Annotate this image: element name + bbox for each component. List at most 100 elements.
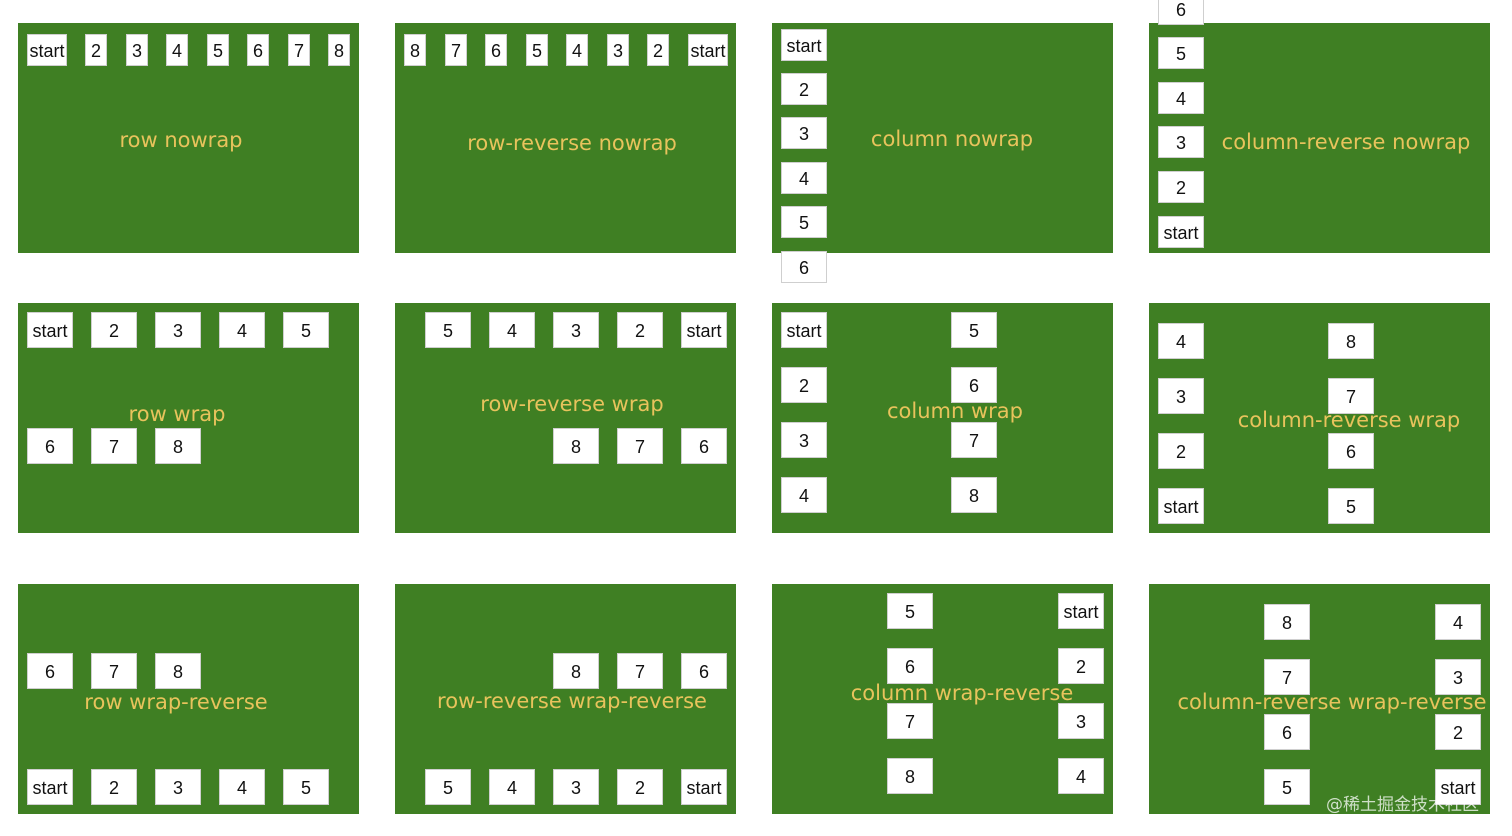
flex-item-5: 5 (951, 312, 997, 348)
flex-item-5: 5 (283, 769, 329, 805)
flex-item-5: 5 (425, 312, 471, 348)
flex-item-start: start (27, 34, 67, 66)
flex-item-7: 7 (288, 34, 310, 66)
flex-item-3: 3 (1435, 659, 1481, 695)
flex-item-4: 4 (219, 769, 265, 805)
panel-label: column nowrap (870, 127, 1034, 151)
flex-item-2: 2 (647, 34, 669, 66)
flex-item-8: 8 (553, 428, 599, 464)
flex-item-6: 6 (951, 367, 997, 403)
panel-column-reverse-wrap-reverse (1149, 584, 1490, 814)
flex-item-2: 2 (1158, 171, 1204, 203)
flex-item-8: 8 (404, 34, 426, 66)
flex-item-3: 3 (126, 34, 148, 66)
flex-item-2: 2 (85, 34, 107, 66)
flex-item-start: start (27, 312, 73, 348)
flex-item-3: 3 (155, 312, 201, 348)
flex-item-5: 5 (1264, 769, 1310, 805)
flex-item-3: 3 (1158, 126, 1204, 158)
flex-item-7: 7 (91, 428, 137, 464)
panel-label: column-reverse wrap-reverse (1177, 690, 1487, 714)
panel-label: column wrap (887, 399, 1023, 423)
flex-item-3: 3 (553, 312, 599, 348)
flex-item-6: 6 (887, 648, 933, 684)
panel-label: row nowrap (119, 128, 243, 152)
flex-item-4: 4 (1435, 604, 1481, 640)
flex-item-3: 3 (781, 422, 827, 458)
flex-item-5: 5 (425, 769, 471, 805)
flex-item-8: 8 (1264, 604, 1310, 640)
flex-item-start: start (781, 29, 827, 61)
flex-item-4: 4 (781, 162, 827, 194)
flex-item-start: start (681, 312, 727, 348)
flex-item-4: 4 (1158, 82, 1204, 114)
panel-column-nowrap (772, 23, 1113, 253)
flex-item-7: 7 (887, 703, 933, 739)
flex-item-start: start (1435, 769, 1481, 805)
flex-item-4: 4 (489, 312, 535, 348)
watermark-text: @稀土掘金技术社区 (1326, 795, 1479, 815)
flex-item-4: 4 (166, 34, 188, 66)
flex-item-7: 7 (1328, 378, 1374, 414)
flex-item-6: 6 (781, 251, 827, 283)
flex-item-3: 3 (1158, 378, 1204, 414)
flex-item-4: 4 (566, 34, 588, 66)
flex-item-6: 6 (247, 34, 269, 66)
flex-item-5: 5 (207, 34, 229, 66)
flex-item-8: 8 (155, 428, 201, 464)
flex-item-8: 8 (328, 34, 350, 66)
flex-item-5: 5 (526, 34, 548, 66)
flex-item-3: 3 (781, 117, 827, 149)
flex-item-5: 5 (1328, 488, 1374, 524)
flex-item-7: 7 (617, 428, 663, 464)
flex-item-4: 4 (1058, 758, 1104, 794)
flex-item-start: start (681, 769, 727, 805)
flex-item-start: start (781, 312, 827, 348)
panel-label: column-reverse wrap (1237, 408, 1461, 432)
flex-item-6: 6 (1264, 714, 1310, 750)
flex-item-2: 2 (781, 367, 827, 403)
panel-label: row-reverse wrap (480, 392, 664, 416)
flex-item-2: 2 (1158, 433, 1204, 469)
panel-label: column-reverse nowrap (1221, 130, 1471, 154)
panel-column-wrap (772, 303, 1113, 533)
panel-column-reverse-nowrap (1149, 23, 1490, 253)
panel-label: row-reverse nowrap (467, 131, 677, 155)
flex-item-7: 7 (951, 422, 997, 458)
panel-label: row wrap (128, 402, 226, 426)
panel-label: column wrap-reverse (850, 681, 1074, 705)
flex-item-6: 6 (1158, 0, 1204, 25)
flex-item-2: 2 (91, 312, 137, 348)
flex-item-2: 2 (781, 73, 827, 105)
flex-item-7: 7 (445, 34, 467, 66)
panel-column-reverse-wrap (1149, 303, 1490, 533)
flex-item-3: 3 (607, 34, 629, 66)
flex-item-2: 2 (617, 769, 663, 805)
panel-label: row-reverse wrap-reverse (437, 689, 707, 713)
flex-item-4: 4 (1158, 323, 1204, 359)
flex-item-start: start (688, 34, 728, 66)
panel-column-wrap-reverse (772, 584, 1113, 814)
flex-item-8: 8 (887, 758, 933, 794)
panel-label: row wrap-reverse (84, 690, 268, 714)
flex-item-2: 2 (1435, 714, 1481, 750)
flex-item-2: 2 (1058, 648, 1104, 684)
flex-item-7: 7 (91, 653, 137, 689)
flex-item-8: 8 (1328, 323, 1374, 359)
flex-item-7: 7 (1264, 659, 1310, 695)
flex-item-start: start (27, 769, 73, 805)
flex-item-5: 5 (1158, 37, 1204, 69)
flex-item-3: 3 (553, 769, 599, 805)
flex-item-6: 6 (1328, 433, 1374, 469)
flex-item-5: 5 (887, 593, 933, 629)
flex-item-start: start (1158, 488, 1204, 524)
flex-item-5: 5 (781, 206, 827, 238)
flex-item-7: 7 (617, 653, 663, 689)
flex-item-5: 5 (283, 312, 329, 348)
flex-item-6: 6 (681, 428, 727, 464)
flex-item-4: 4 (219, 312, 265, 348)
flex-item-2: 2 (617, 312, 663, 348)
flex-item-4: 4 (489, 769, 535, 805)
flex-item-8: 8 (155, 653, 201, 689)
flex-item-6: 6 (27, 653, 73, 689)
